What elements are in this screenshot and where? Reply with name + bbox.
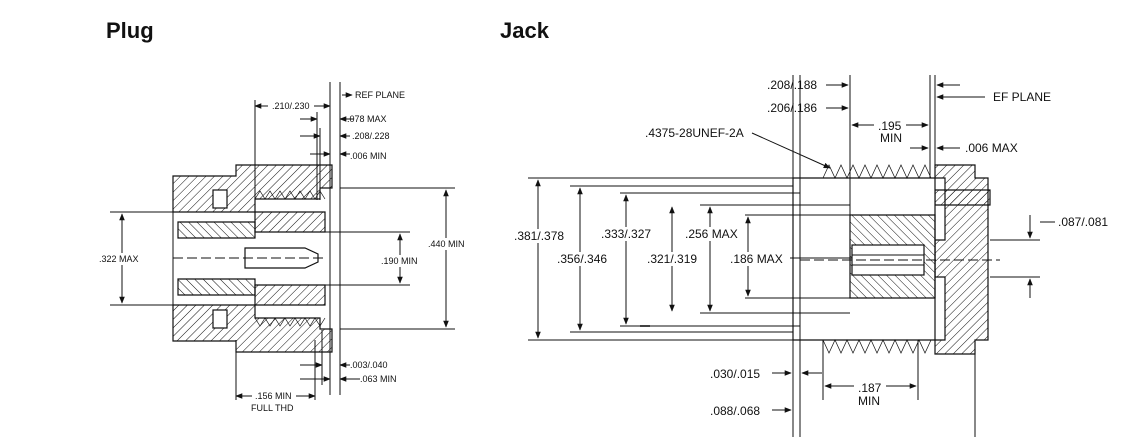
plug-drawing: REF PLANE .210/.230 .078 MAX .208/.228 .…: [97, 82, 466, 413]
plug-outer-contact-bottom: [254, 284, 326, 306]
plug-outer-contact-top: [254, 211, 326, 233]
jack-inner-body: [934, 189, 991, 206]
jack-dim-187-min: MIN: [858, 394, 880, 408]
plug-oring-top: [212, 189, 228, 209]
jack-dim-206-186: .206/.186: [767, 101, 817, 115]
plug-full-thd: FULL THD: [251, 403, 294, 413]
plug-dielectric-bottom: [177, 278, 256, 296]
plug-dim-063-min: .063 MIN: [360, 374, 397, 384]
jack-ef-plane-label: EF PLANE: [993, 90, 1051, 104]
jack-dim-321-319: .321/.319: [647, 252, 697, 266]
jack-dim-208-188: .208/.188: [767, 78, 817, 92]
jack-dim-006-max: .006 MAX: [965, 141, 1018, 155]
jack-dim-195-min: MIN: [880, 131, 902, 145]
plug-dim-322-max: .322 MAX: [99, 254, 139, 264]
jack-dim-256-max: .256 MAX: [685, 227, 738, 241]
plug-center-pin: [244, 247, 319, 269]
jack-thread-label: .4375-28UNEF-2A: [645, 126, 744, 140]
plug-title: Plug: [106, 18, 154, 43]
plug-oring-bottom: [212, 309, 228, 329]
plug-ref-plane-label: REF PLANE: [355, 90, 405, 100]
plug-dim-190-min: .190 MIN: [381, 256, 418, 266]
jack-dim-356-346: .356/.346: [557, 252, 607, 266]
jack-dim-195: .195: [878, 119, 902, 133]
jack-dim-186-max: .186 MAX: [730, 252, 783, 266]
plug-body-bottom: [172, 304, 333, 353]
plug-dim-006-min: .006 MIN: [350, 151, 387, 161]
plug-dim-210-230: .210/.230: [272, 101, 310, 111]
plug-dim-208-228: .208/.228: [352, 131, 390, 141]
jack-dim-030-015: .030/.015: [710, 367, 760, 381]
plug-thread-bottom: [254, 317, 326, 327]
jack-dim-381-378: .381/.378: [514, 229, 564, 243]
plug-dim-440-min: .440 MIN: [428, 239, 465, 249]
plug-dim-156-min: .156 MIN: [255, 391, 292, 401]
jack-dim-087-081: .087/.081: [1058, 215, 1108, 229]
jack-drawing: .208/.188 .206/.186 EF PLANE .195 MIN .0…: [512, 75, 1108, 437]
jack-thread-top: [822, 164, 932, 179]
plug-dielectric-top: [177, 221, 256, 239]
jack-dim-333-327: .333/.327: [601, 227, 651, 241]
jack-dim-187: .187: [858, 381, 882, 395]
jack-dim-088-068: .088/.068: [710, 404, 760, 418]
jack-title: Jack: [500, 18, 549, 43]
plug-thread-top: [254, 190, 326, 200]
plug-dim-003-040: .003/.040: [350, 360, 388, 370]
plug-dim-078-max: .078 MAX: [347, 114, 387, 124]
plug-body-top: [172, 164, 333, 213]
jack-thread-bottom: [822, 339, 932, 354]
